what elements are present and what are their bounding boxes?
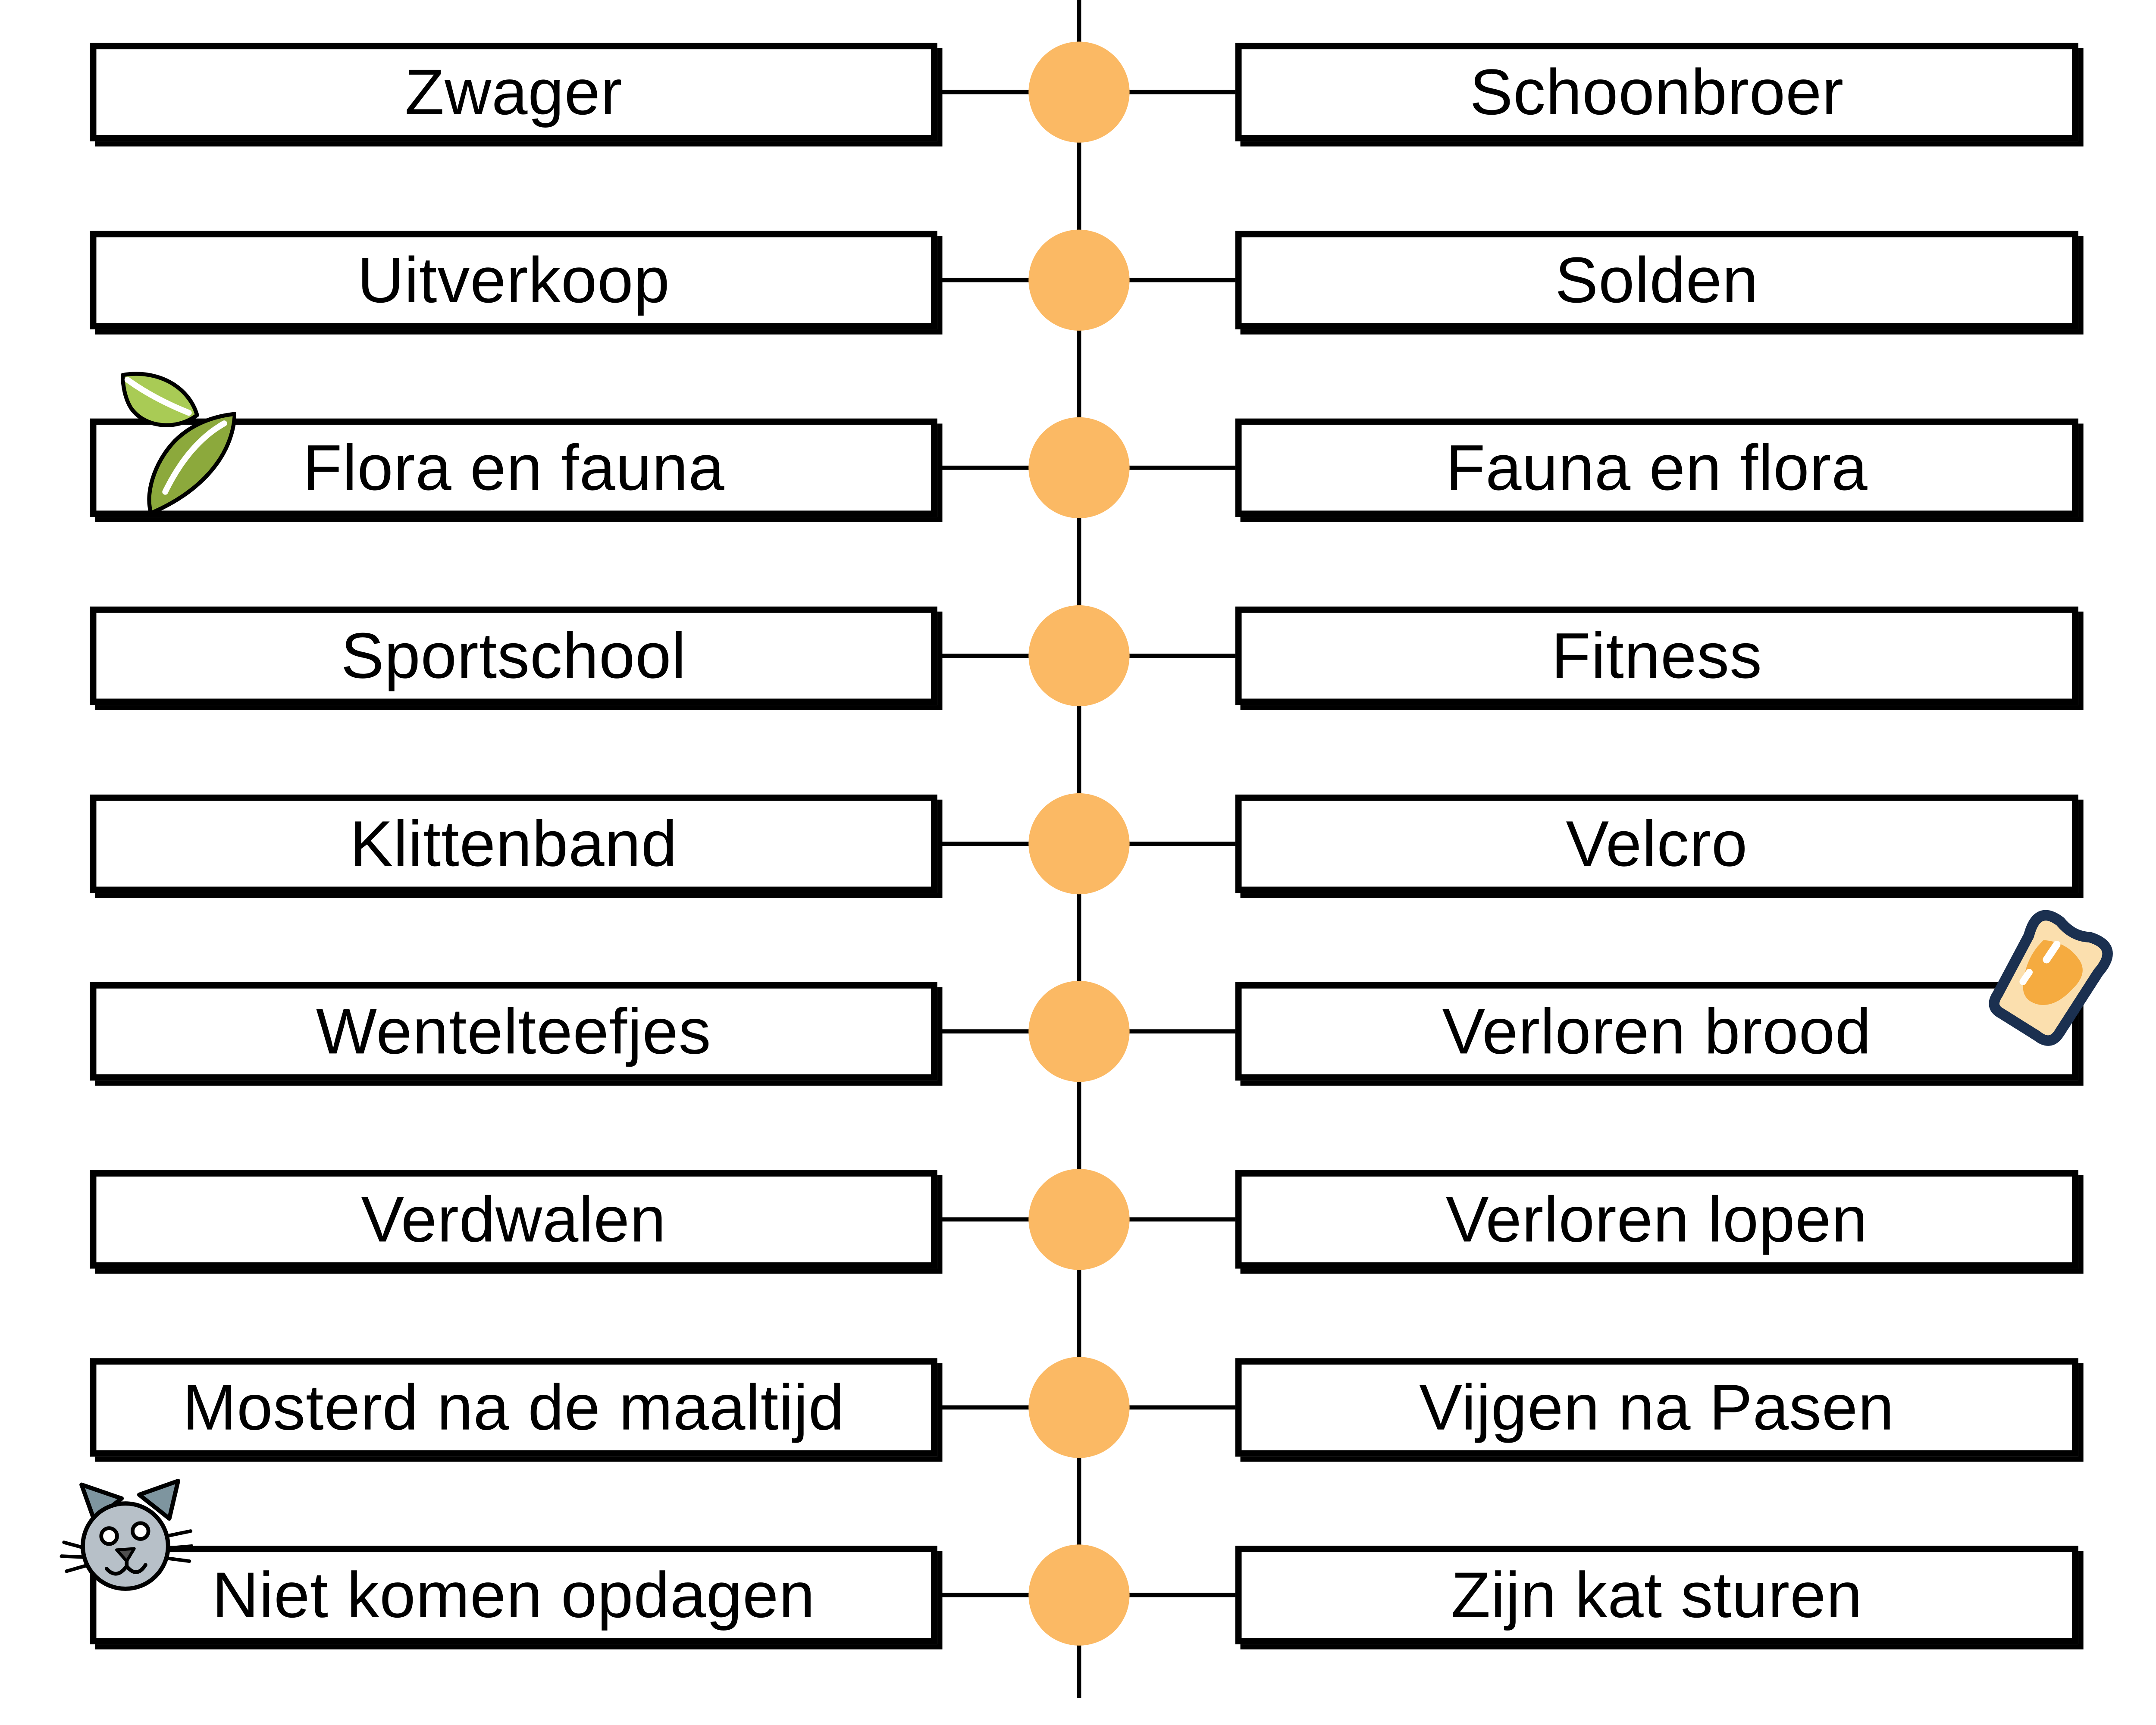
left-term-box[interactable]: Flora en fauna [90,418,937,517]
connector-dot[interactable] [1028,981,1130,1082]
match-row: Niet komen opdagen Zijn kat sturen [0,1544,2156,1646]
connector-dot[interactable] [1028,793,1130,895]
right-term-box[interactable]: Fitness [1235,606,2078,705]
right-term-label: Fitness [1551,620,1762,692]
left-term-box[interactable]: Verdwalen [90,1170,937,1269]
connector-dot[interactable] [1028,41,1130,143]
match-row: Wentelteefjes Verloren brood [0,981,2156,1082]
connector-dot[interactable] [1028,605,1130,707]
right-term-label: Verloren brood [1442,995,1871,1068]
match-row: Uitverkoop Solden [0,229,2156,331]
left-term-label: Mosterd na de maaltijd [182,1371,845,1444]
left-term-label: Verdwalen [361,1183,666,1255]
left-term-box[interactable]: Mosterd na de maaltijd [90,1358,937,1457]
leaf-icon [118,370,236,515]
connector-dot[interactable] [1028,1169,1130,1270]
match-row: Mosterd na de maaltijd Vijgen na Pasen [0,1357,2156,1458]
right-term-box[interactable]: Solden [1235,231,2078,329]
left-term-box[interactable]: Klittenband [90,794,937,893]
right-term-label: Vijgen na Pasen [1419,1371,1895,1444]
right-term-box[interactable]: Verloren brood [1235,982,2078,1081]
right-term-box[interactable]: Verloren lopen [1235,1170,2078,1269]
left-term-label: Klittenband [350,808,677,880]
left-term-label: Wentelteefjes [316,995,711,1068]
left-term-box[interactable]: Uitverkoop [90,231,937,329]
connector-dot[interactable] [1028,1357,1130,1458]
right-term-label: Velcro [1566,808,1748,880]
connector-dot[interactable] [1028,1544,1130,1646]
left-term-box[interactable]: Niet komen opdagen [90,1546,937,1644]
right-term-label: Zijn kat sturen [1451,1559,1863,1631]
cat-icon [56,1477,193,1603]
left-term-label: Sportschool [341,620,686,692]
right-term-box[interactable]: Zijn kat sturen [1235,1546,2078,1644]
match-row: Zwager Schoonbroer [0,41,2156,143]
match-row: Klittenband Velcro [0,793,2156,895]
right-term-label: Fauna en flora [1445,432,1868,504]
right-term-label: Schoonbroer [1470,56,1844,128]
left-term-box[interactable]: Zwager [90,43,937,141]
connector-dot[interactable] [1028,417,1130,519]
match-row: Verdwalen Verloren lopen [0,1169,2156,1270]
left-term-label: Uitverkoop [357,244,670,316]
left-term-label: Flora en fauna [302,432,725,504]
left-term-label: Zwager [404,56,623,128]
match-row: Flora en fauna Fauna en flora [0,417,2156,519]
connector-dot[interactable] [1028,229,1130,331]
toast-icon [1973,907,2131,1058]
right-term-box[interactable]: Velcro [1235,794,2078,893]
left-term-box[interactable]: Sportschool [90,606,937,705]
right-term-label: Solden [1555,244,1759,316]
right-term-box[interactable]: Schoonbroer [1235,43,2078,141]
right-term-box[interactable]: Fauna en flora [1235,418,2078,517]
right-term-label: Verloren lopen [1445,1183,1868,1255]
left-term-box[interactable]: Wentelteefjes [90,982,937,1081]
right-term-box[interactable]: Vijgen na Pasen [1235,1358,2078,1457]
left-term-label: Niet komen opdagen [212,1559,815,1631]
match-row: Sportschool Fitness [0,605,2156,707]
